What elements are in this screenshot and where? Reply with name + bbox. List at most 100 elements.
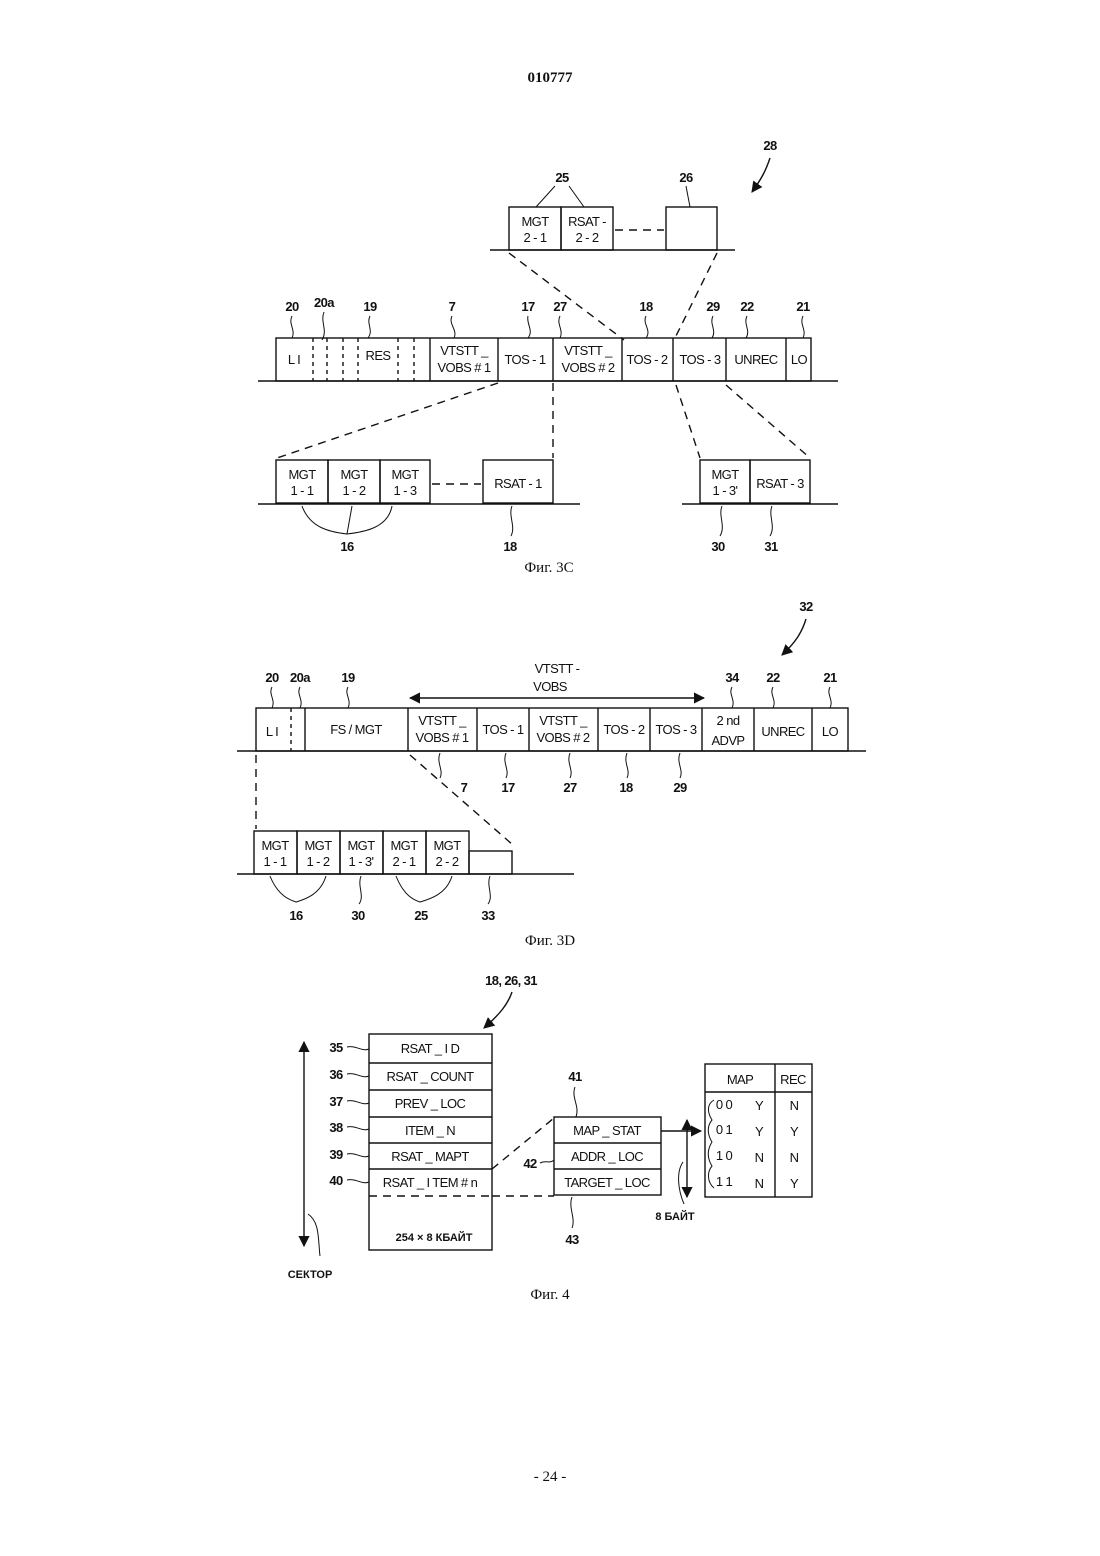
row-item-n: ITEM _ N	[405, 1123, 455, 1138]
ref-38: 38	[329, 1120, 343, 1135]
cell-li: L I	[266, 724, 278, 739]
cell-mgt-1-1-l2: 1 - 1	[263, 854, 286, 869]
ref-20a: 20a	[314, 295, 335, 310]
map-row-3-map: N	[755, 1176, 764, 1191]
row-prev-loc: PREV _ LOC	[395, 1096, 466, 1111]
ref-arrow	[484, 992, 512, 1028]
ref-20: 20	[265, 670, 279, 685]
ref-16: 16	[340, 539, 354, 554]
main-ref-leaders	[291, 312, 804, 340]
caption-fig3d: Фиг. 3D	[525, 933, 575, 949]
ref-40: 40	[329, 1173, 343, 1188]
ref-28-arrow	[752, 158, 770, 192]
map-row-2-rec: N	[790, 1150, 799, 1165]
rsat-table-frame	[369, 1034, 492, 1250]
cell-tos3: TOS - 3	[679, 352, 720, 367]
ref-20a: 20a	[290, 670, 311, 685]
cell-vobs2-l1: VTSTT _	[564, 343, 613, 358]
cell-advp-l2: ADVP	[711, 733, 744, 748]
projection-right	[674, 253, 717, 340]
item-target-loc: TARGET _ LOC	[564, 1175, 650, 1190]
ref-18: 18	[619, 780, 633, 795]
cell-tos3: TOS - 3	[655, 722, 696, 737]
ref-30: 30	[711, 539, 725, 554]
cell-mgt-1-2-l2: 1 - 2	[342, 483, 365, 498]
item-map-stat: MAP _ STAT	[573, 1123, 641, 1138]
map-row-2-code: 1 0	[716, 1148, 733, 1163]
ref-18-26-31: 18, 26, 31	[485, 973, 537, 988]
map-row-3-rec: Y	[790, 1176, 799, 1191]
cell-26-box	[666, 207, 717, 250]
cell-mgt-2-1-l1: MGT	[390, 838, 418, 853]
figure-4: 18, 26, 31 RSAT _ I D RSAT _ COUNT PREV …	[288, 973, 812, 1303]
ref-25: 25	[555, 170, 569, 185]
bottom-ref-leaders	[439, 753, 681, 778]
cell-vobs2-l2: VOBS # 2	[536, 730, 589, 745]
projection-br-left	[676, 385, 700, 458]
item-addr-loc: ADDR _ LOC	[571, 1149, 643, 1164]
ref-43: 43	[565, 1232, 579, 1247]
rsat-table: RSAT _ I D RSAT _ COUNT PREV _ LOC ITEM …	[329, 1034, 492, 1250]
cell-advp-l1: 2 nd	[717, 713, 740, 728]
cell-lo: LO	[822, 724, 839, 739]
table-footer: 254 × 8 КБАЙТ	[396, 1231, 473, 1244]
map-row-1-map: Y	[755, 1124, 764, 1139]
cell-mgt-1-3prime-l2: 1 - 3'	[713, 483, 738, 498]
caption-fig3c: Фиг. 3C	[524, 560, 573, 576]
projection-left	[509, 253, 624, 340]
row-ref-leaders	[347, 1047, 369, 1183]
brace-16	[302, 506, 392, 534]
ref-37: 37	[329, 1094, 343, 1109]
span-label-l2: VOBS	[533, 679, 568, 694]
fig3c-bottom-left-inset: MGT 1 - 1 MGT 1 - 2 MGT 1 - 3 RSAT - 1 1…	[258, 460, 580, 554]
ref-7: 7	[461, 780, 468, 795]
ref-25: 25	[414, 908, 428, 923]
cell-mgt-2-1-l2: 2 - 1	[392, 854, 415, 869]
span-label-l1: VTSTT -	[535, 661, 580, 676]
byte-leader	[679, 1162, 684, 1204]
code-brace	[708, 1100, 714, 1188]
cell-mgt-2-1-l1: MGT	[521, 214, 549, 229]
ref-42: 42	[523, 1156, 537, 1171]
cell-tos1: TOS - 1	[504, 352, 545, 367]
ref-32-arrow	[782, 619, 806, 655]
cell-mgt-2-1-l2: 2 - 1	[523, 230, 546, 245]
cell-mgt-1-3prime-l2: 1 - 3'	[349, 854, 374, 869]
projection-br-right	[726, 385, 810, 458]
cell-tos2: TOS - 2	[603, 722, 644, 737]
ref-18-bottom: 18	[503, 539, 517, 554]
cell-li: L I	[288, 352, 300, 367]
cell-mgt-1-2-l1: MGT	[304, 838, 332, 853]
ref-22: 22	[766, 670, 780, 685]
cell-mgt-2-2-l1: MGT	[433, 838, 461, 853]
rec-header: REC	[780, 1072, 806, 1087]
ref-29: 29	[706, 299, 720, 314]
cell-vobs2-l1: VTSTT _	[539, 713, 588, 728]
cell-vobs1-l2: VOBS # 1	[437, 360, 490, 375]
ref-29: 29	[673, 780, 687, 795]
map-row-0-map: Y	[755, 1098, 764, 1113]
ref-21: 21	[823, 670, 837, 685]
ref-27: 27	[563, 780, 577, 795]
cell-mgt-1-3prime-l1: MGT	[711, 467, 739, 482]
cell-mgt-1-3-l1: MGT	[391, 467, 419, 482]
ref-17: 17	[501, 780, 515, 795]
cell-mgt-1-2-l1: MGT	[340, 467, 368, 482]
cell-vobs1-l2: VOBS # 1	[415, 730, 468, 745]
page-number: - 24 -	[534, 1469, 567, 1485]
cell-mgt-1-3-l2: 1 - 3	[393, 483, 416, 498]
row-rsat-count: RSAT _ COUNT	[387, 1069, 475, 1084]
cell-mgt-1-1-l1: MGT	[261, 838, 289, 853]
document-number: 010777	[528, 70, 574, 86]
figure-3d: 32 VTSTT - VOBS L I FS / MGT VTSTT _ VOB…	[237, 599, 866, 949]
row-rsat-id: RSAT _ I D	[401, 1041, 460, 1056]
brace-16	[270, 876, 326, 902]
ref-7: 7	[449, 299, 456, 314]
leader-33	[488, 876, 490, 904]
cell-tos2: TOS - 2	[626, 352, 667, 367]
cell-mgt-1-3prime-l1: MGT	[347, 838, 375, 853]
row-rsat-mapt: RSAT _ MAPT	[391, 1149, 469, 1164]
fig3c-bottom-right-inset: MGT 1 - 3' RSAT - 3 30 31	[682, 460, 838, 554]
cell-vobs2-l2: VOBS # 2	[561, 360, 614, 375]
